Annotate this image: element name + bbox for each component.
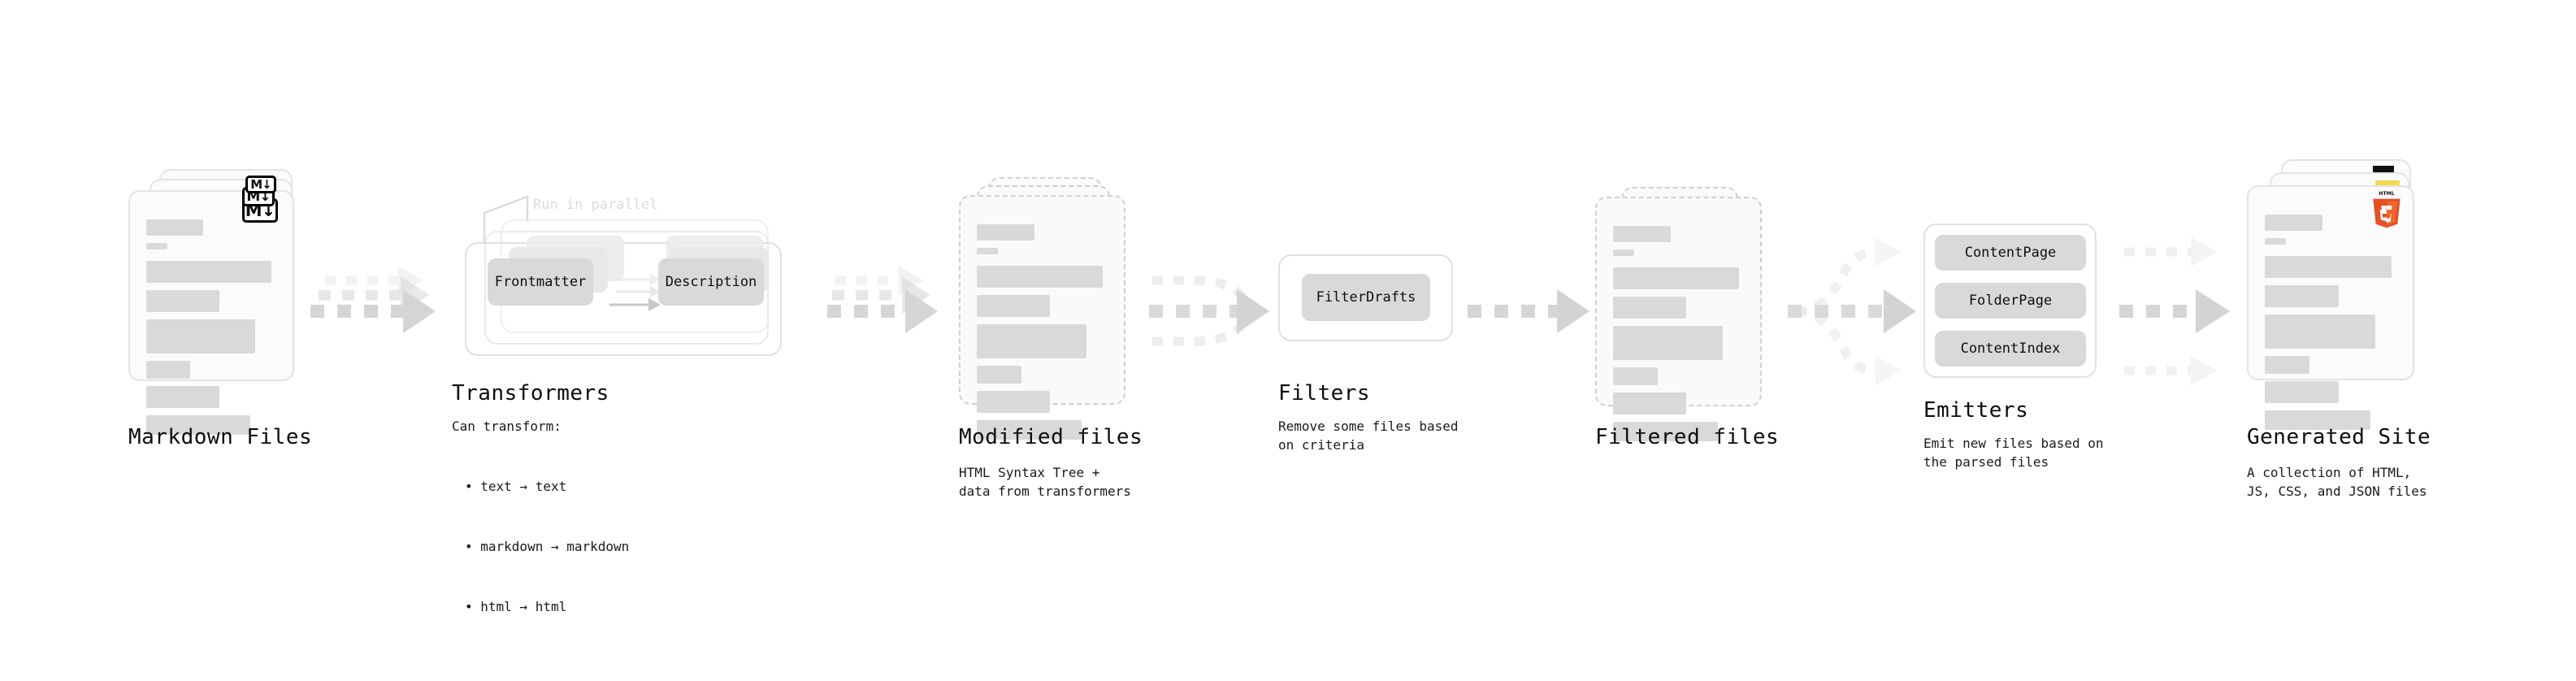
doc-content-line bbox=[977, 224, 1034, 241]
emitters-subtitle: Emit new files based on the parsed files bbox=[1923, 436, 2104, 471]
doc-content-line bbox=[977, 366, 1021, 384]
connector-filtered-to-emitters bbox=[1788, 237, 1916, 385]
doc-content-line bbox=[1613, 422, 1718, 441]
generated-file-content bbox=[2265, 215, 2396, 437]
doc-content-line bbox=[1613, 326, 1724, 360]
doc-content-line bbox=[2265, 356, 2310, 374]
doc-content-line bbox=[2265, 256, 2392, 278]
run-in-parallel-annotation: Run in parallel bbox=[533, 197, 658, 213]
html5-icon: HTML bbox=[2370, 190, 2403, 229]
doc-content-line bbox=[2265, 410, 2370, 430]
transformer-chip-frontmatter[interactable]: Frontmatter bbox=[488, 258, 593, 306]
modified-files-title: Modified files bbox=[959, 425, 1143, 449]
modified-files-stack bbox=[959, 177, 1146, 440]
modified-file-content bbox=[977, 224, 1108, 447]
html5-icon-svg: HTML bbox=[2373, 191, 2400, 228]
transformers-group: Run in parallel Frontmatter Description bbox=[452, 193, 826, 364]
transformer-chip-description[interactable]: Description bbox=[658, 258, 764, 306]
markdown-files-stack: M↓ M↓ M↓ bbox=[128, 169, 315, 435]
markdown-file-content bbox=[146, 219, 276, 442]
doc-content-line bbox=[2265, 215, 2323, 231]
filter-chip-filterdrafts[interactable]: FilterDrafts bbox=[1302, 274, 1430, 321]
markdown-file-front bbox=[128, 190, 294, 435]
filters-subtitle: Remove some files based on criteria bbox=[1278, 419, 1459, 453]
emitter-chip-folderpage[interactable]: FolderPage bbox=[1935, 283, 2086, 319]
emitters-group: ContentPage FolderPage ContentIndex bbox=[1923, 223, 2110, 378]
doc-content-line bbox=[1613, 393, 1687, 414]
transformers-bullet-0: • text → text bbox=[465, 478, 567, 494]
doc-content-line bbox=[2265, 238, 2286, 245]
filtered-files-stack bbox=[1595, 187, 1782, 447]
doc-content-line bbox=[146, 219, 204, 236]
modified-files-subtitle: HTML Syntax Tree + data from transformer… bbox=[959, 465, 1131, 500]
doc-content-line bbox=[1613, 267, 1739, 289]
doc-content-line bbox=[977, 295, 1051, 317]
doc-content-line bbox=[146, 243, 167, 249]
connector-filters-to-filtered bbox=[1468, 289, 1589, 333]
transformers-title: Transformers bbox=[452, 381, 609, 406]
connector-transformers-to-modified bbox=[827, 266, 938, 333]
filters-box bbox=[1278, 254, 1453, 341]
doc-content-line bbox=[146, 290, 219, 312]
connector-emitters-to-site bbox=[2119, 237, 2230, 385]
doc-content-line bbox=[146, 415, 250, 435]
doc-content-line bbox=[1613, 367, 1658, 385]
connector-modified-to-filters bbox=[1149, 275, 1269, 346]
modified-file-front bbox=[959, 195, 1125, 440]
doc-content-line bbox=[977, 324, 1087, 358]
connector-markdown-to-transformers bbox=[310, 266, 436, 333]
doc-content-line bbox=[146, 361, 191, 379]
filtered-file-content bbox=[1613, 226, 1744, 449]
doc-content-line bbox=[977, 266, 1103, 288]
doc-content-line bbox=[2265, 381, 2339, 403]
css3-icon-label bbox=[2373, 166, 2394, 172]
doc-content-line bbox=[146, 261, 271, 283]
doc-content-line bbox=[146, 319, 256, 354]
svg-text:HTML: HTML bbox=[2379, 191, 2394, 197]
doc-content-line bbox=[977, 420, 1082, 440]
doc-content-line bbox=[2265, 285, 2339, 307]
generated-site-stack: HTML bbox=[2247, 159, 2442, 436]
doc-content-line bbox=[2265, 314, 2376, 349]
transformers-bullets: • text → text • markdown → markdown • ht… bbox=[452, 436, 629, 658]
filters-title: Filters bbox=[1278, 381, 1371, 406]
doc-content-line bbox=[1613, 297, 1687, 319]
doc-content-line bbox=[977, 391, 1051, 413]
markdown-files-title: Markdown Files bbox=[128, 425, 313, 449]
emitters-box bbox=[1923, 223, 2097, 378]
doc-content-line bbox=[146, 386, 219, 408]
transformers-bullet-1: • markdown → markdown bbox=[465, 538, 630, 554]
emitter-chip-contentindex[interactable]: ContentIndex bbox=[1935, 331, 2086, 367]
generated-site-title: Generated Site bbox=[2247, 425, 2431, 449]
filtered-file-front bbox=[1595, 197, 1762, 441]
transformers-subtitle: Can transform: bbox=[452, 419, 562, 434]
doc-content-line bbox=[1613, 226, 1671, 242]
transformers-bullet-2: • html → html bbox=[465, 599, 567, 615]
generated-site-subtitle: A collection of HTML, JS, CSS, and JSON … bbox=[2247, 465, 2427, 500]
markdown-icon-back-2: M↓ bbox=[245, 176, 276, 193]
emitters-title: Emitters bbox=[1923, 398, 2029, 423]
doc-content-line bbox=[977, 248, 998, 254]
filtered-files-title: Filtered files bbox=[1595, 425, 1780, 449]
doc-content-line bbox=[1613, 249, 1634, 256]
filters-group: FilterDrafts bbox=[1278, 254, 1457, 344]
emitter-chip-contentpage[interactable]: ContentPage bbox=[1935, 235, 2086, 271]
